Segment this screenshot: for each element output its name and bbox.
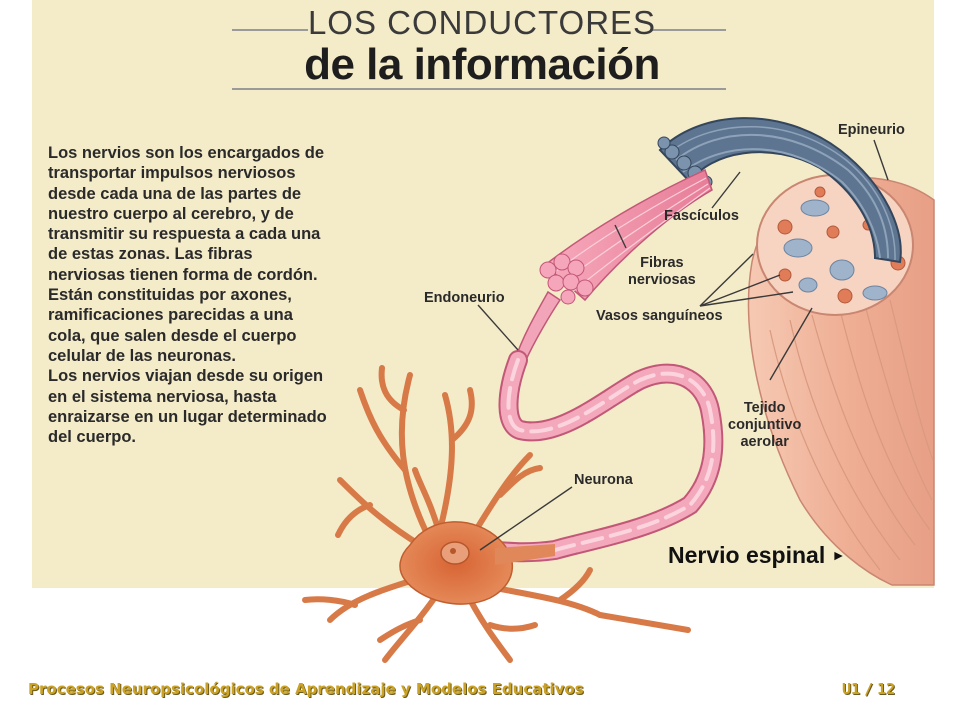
title-line1: LOS CONDUCTORES: [307, 4, 657, 41]
label-tejido: Tejido conjuntivo aerolar: [728, 400, 801, 451]
title-line2: de la información: [304, 40, 660, 89]
unit-label: U1: [842, 680, 861, 698]
description-text: Los nervios son los encargados de transp…: [48, 143, 328, 447]
description-paragraph-1: Los nervios son los encargados de transp…: [48, 144, 324, 365]
label-fasciculos: Fascículos: [664, 208, 739, 224]
nerve-fibers: [514, 168, 713, 363]
label-fibras: Fibras nerviosas: [628, 255, 696, 289]
axon: [475, 350, 724, 563]
label-fibras-line2: nerviosas: [628, 272, 696, 288]
label-neurona: Neurona: [574, 472, 633, 488]
title-rule-left: [232, 29, 308, 31]
nerve-trunk: [747, 174, 935, 586]
leader-lines: [477, 139, 889, 551]
label-nervio-espinal-text: Nervio espinal: [668, 542, 826, 568]
page-indicator: U1/12: [840, 680, 897, 698]
title-rule-bottom: [232, 88, 726, 90]
neuron: [302, 365, 691, 663]
label-nervio-espinal: Nervio espinal ►: [668, 542, 845, 569]
page-separator: /: [864, 680, 874, 698]
course-title: Procesos Neuropsicológicos de Aprendizaj…: [28, 680, 584, 698]
label-vasos: Vasos sanguíneos: [596, 308, 723, 324]
play-arrow-icon: ►: [831, 547, 846, 563]
label-tejido-line2: conjuntivo: [728, 417, 802, 433]
page-number: 12: [877, 680, 896, 698]
title-rule-right: [650, 29, 726, 31]
description-paragraph-2: Los nervios viajan desde su origen en el…: [48, 367, 327, 447]
label-fibras-line1: Fibras: [640, 255, 684, 271]
label-tejido-line3: aerolar: [740, 434, 789, 450]
label-endoneurio: Endoneurio: [424, 290, 505, 306]
label-epineurio: Epineurio: [838, 122, 905, 138]
label-tejido-line1: Tejido: [743, 400, 786, 416]
